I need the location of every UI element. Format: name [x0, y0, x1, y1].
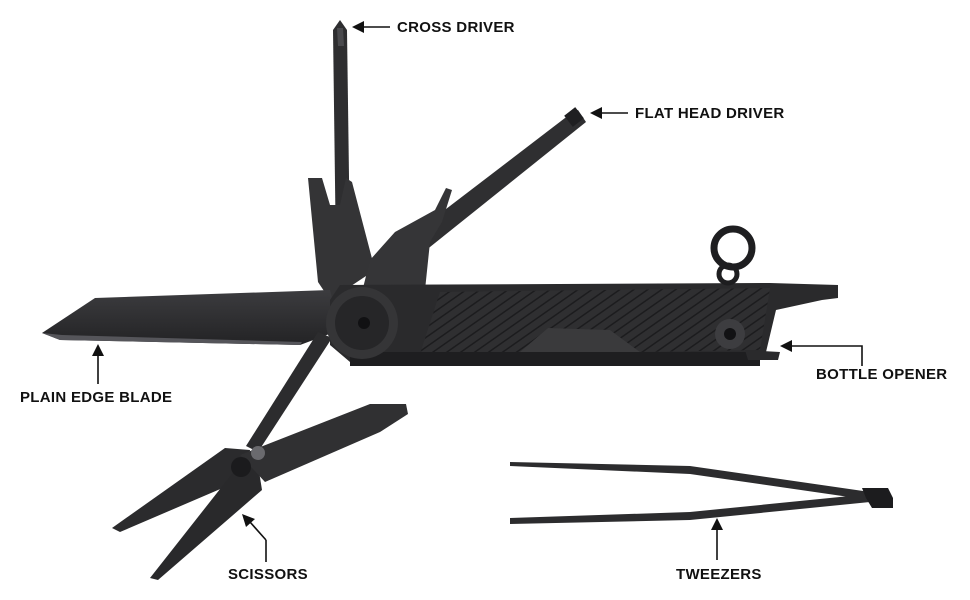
- flat-head-driver-tool: [360, 107, 586, 300]
- plain-edge-blade-label: PLAIN EDGE BLADE: [20, 389, 173, 406]
- callout-cross-driver: [352, 21, 390, 33]
- callout-plain-edge-blade: [92, 344, 104, 384]
- tweezers-label: TWEEZERS: [676, 566, 762, 583]
- callout-scissors: [242, 514, 267, 562]
- callout-bottle-opener: [780, 340, 863, 366]
- key-ring: [710, 225, 756, 286]
- flat-head-driver-label: FLAT HEAD DRIVER: [635, 105, 785, 122]
- cross-driver-tool: [308, 20, 375, 300]
- bottle-opener-label: BOTTLE OPENER: [816, 366, 948, 383]
- callout-tweezers: [711, 518, 723, 560]
- multitool-handle: [326, 283, 838, 366]
- callout-flat-head-driver: [590, 107, 628, 119]
- scissors-label: SCISSORS: [228, 566, 308, 583]
- tweezers-tool: [510, 462, 893, 524]
- cross-driver-label: CROSS DRIVER: [397, 19, 515, 36]
- plain-edge-blade-tool: [42, 290, 340, 345]
- scissors-tool: [112, 332, 408, 580]
